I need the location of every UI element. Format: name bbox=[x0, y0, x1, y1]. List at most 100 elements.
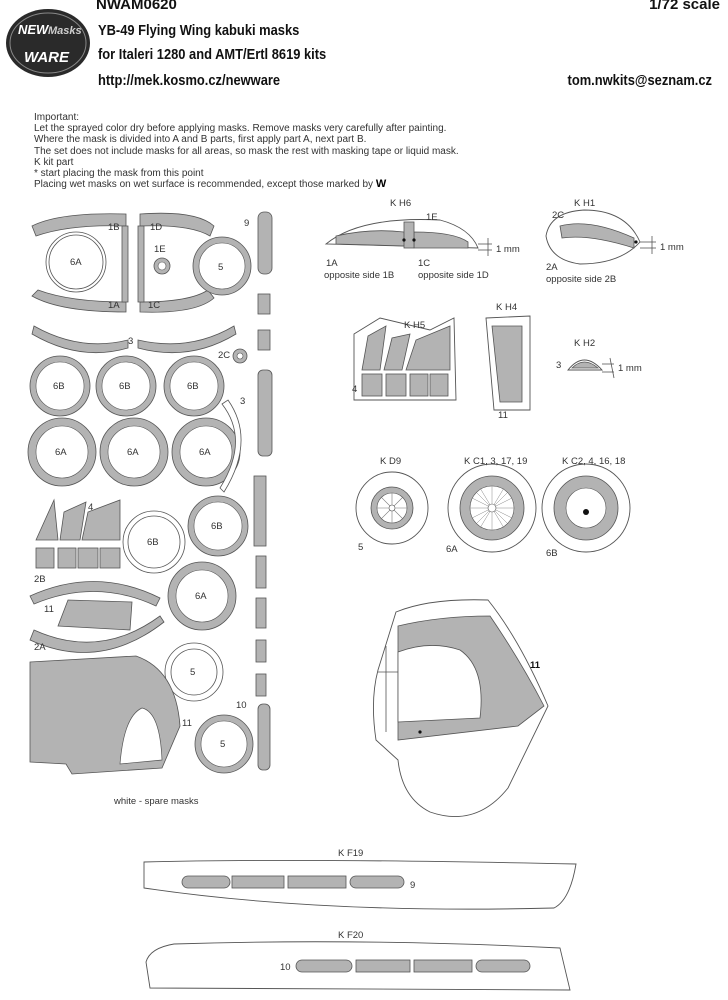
label-kc1: K C1, 3, 17, 19 bbox=[464, 456, 527, 467]
label-1c: 1C bbox=[148, 300, 160, 311]
notes-line-3: The set does not include masks for all a… bbox=[34, 145, 459, 157]
label-3: 3 bbox=[128, 336, 133, 347]
mask-1d bbox=[139, 212, 215, 237]
mask-post-right bbox=[137, 225, 145, 303]
label-1mm-kh1: 1 mm bbox=[660, 242, 684, 253]
label-opp-2b: opposite side 2B bbox=[546, 274, 616, 285]
label-kf20: K F20 bbox=[338, 930, 363, 941]
notes-line-1: Let the sprayed color dry before applyin… bbox=[34, 123, 447, 135]
mask-3-right bbox=[137, 325, 237, 354]
label-6a-1: 6A bbox=[55, 447, 67, 458]
label-3-spare: 3 bbox=[240, 396, 245, 407]
mask-2a-strip bbox=[29, 615, 165, 653]
notes-line-6: Placing wet masks on wet surface is reco… bbox=[34, 178, 459, 191]
mask-2b-1 bbox=[35, 547, 55, 569]
label-6b-kc2: 6B bbox=[546, 548, 558, 559]
mask-4-a bbox=[35, 498, 59, 541]
label-kh2: K H2 bbox=[574, 338, 595, 349]
mask-3-left bbox=[31, 325, 129, 354]
wheel-kc2 bbox=[541, 463, 631, 553]
wheel-kc1 bbox=[447, 463, 537, 553]
strip-v-3 bbox=[257, 329, 271, 351]
title-line-2: for Italeri 1280 and AMT/Ertl 8619 kits bbox=[98, 46, 327, 63]
strip-v-6 bbox=[255, 555, 267, 589]
label-1e: 1E bbox=[154, 244, 166, 255]
mask-4-b bbox=[59, 501, 87, 541]
label-kh1: K H1 bbox=[574, 198, 595, 209]
label-1mm-kh6: 1 mm bbox=[496, 244, 520, 255]
label-5-spare: 5 bbox=[190, 667, 195, 678]
label-6b-2: 6B bbox=[119, 381, 131, 392]
label-6a-kc1: 6A bbox=[446, 544, 458, 555]
mask-2b-3 bbox=[77, 547, 99, 569]
mask-post-left bbox=[121, 225, 129, 303]
website-url: http://mek.kosmo.cz/newware bbox=[98, 72, 281, 89]
label-5-kd9: 5 bbox=[358, 542, 363, 553]
kh2-window bbox=[567, 357, 615, 379]
label-2c: 2C bbox=[218, 350, 230, 361]
label-4-kh5: 4 bbox=[352, 384, 357, 395]
notes-line-6-text: Placing wet masks on wet surface is reco… bbox=[34, 179, 374, 191]
label-1d: 1D bbox=[150, 222, 162, 233]
strip-v-5 bbox=[253, 475, 267, 547]
label-opp-1b: opposite side 1B bbox=[324, 270, 394, 281]
label-5-bottom: 5 bbox=[220, 739, 225, 750]
mask-11-small bbox=[57, 599, 133, 631]
newware-logo: NEW Masks WARE bbox=[6, 9, 90, 77]
window-masks-4-2b bbox=[35, 498, 121, 569]
kh1-canopy bbox=[545, 209, 656, 265]
label-kc2: K C2, 4, 16, 18 bbox=[562, 456, 625, 467]
label-11-kh4: 11 bbox=[498, 410, 508, 421]
label-6a-3: 6A bbox=[199, 447, 211, 458]
label-2a-kh1: 2A bbox=[546, 262, 558, 273]
label-1b: 1B bbox=[108, 222, 120, 233]
kh4-window bbox=[485, 315, 531, 411]
label-11-small: 11 bbox=[44, 604, 54, 615]
label-2c-kh1: 2C bbox=[552, 210, 564, 221]
wheel-ring-masks bbox=[27, 355, 254, 774]
mask-6a-spare-ring-outer bbox=[45, 231, 107, 293]
label-6b-spare: 6B bbox=[147, 537, 159, 548]
label-2a: 2A bbox=[34, 642, 46, 653]
wet-mark: W bbox=[375, 178, 387, 191]
side-strip-masks bbox=[29, 581, 181, 775]
spare-note: white - spare masks bbox=[113, 796, 199, 807]
logo-text-masks: Masks bbox=[48, 25, 82, 37]
strip-v-7 bbox=[255, 597, 267, 629]
label-kf19: K F19 bbox=[338, 848, 363, 859]
canopy-part-11 bbox=[372, 599, 549, 818]
label-3-kh2: 3 bbox=[556, 360, 561, 371]
label-1c-kh6: 1C bbox=[418, 258, 430, 269]
label-11-canopy: 11 bbox=[530, 660, 541, 671]
kh5-window bbox=[353, 317, 457, 401]
label-6a-top: 6A bbox=[70, 257, 82, 268]
strip-v-9 bbox=[255, 673, 267, 697]
label-1mm-kh2: 1 mm bbox=[618, 363, 642, 374]
sheet-labels: 1B 1D 1E 1A 1C 6A 5 9 3 2C 6B 6B 6B 6A 6… bbox=[34, 198, 684, 973]
label-2b: 2B bbox=[34, 574, 46, 585]
mask-6a-spare-ring-inner bbox=[48, 234, 104, 290]
label-11-large: 11 bbox=[182, 718, 192, 729]
notes-line-4: K kit part bbox=[34, 156, 74, 168]
label-9-kf19: 9 bbox=[410, 880, 415, 891]
label-kd9: K D9 bbox=[380, 456, 401, 467]
canopy-frame-masks bbox=[31, 212, 252, 364]
instructions: Important: Let the sprayed color dry bef… bbox=[34, 112, 459, 190]
logo-text-ware: WARE bbox=[24, 49, 70, 66]
label-6a-2: 6A bbox=[127, 447, 139, 458]
kh6-canopy bbox=[324, 219, 492, 256]
label-6a-4: 6A bbox=[195, 591, 207, 602]
strip-10-bottom bbox=[257, 703, 271, 771]
label-1a-kh6: 1A bbox=[326, 258, 338, 269]
logo-text-new: NEW bbox=[18, 22, 50, 37]
label-6b-3: 6B bbox=[187, 381, 199, 392]
mask-3-spare-arc bbox=[219, 399, 242, 493]
label-1e-kh6: 1E bbox=[426, 212, 438, 223]
label-kh4: K H4 bbox=[496, 302, 517, 313]
strip-v-8 bbox=[255, 639, 267, 663]
strip-v-4 bbox=[257, 369, 273, 457]
mask-2b-2 bbox=[57, 547, 77, 569]
kf20-strip bbox=[145, 941, 571, 991]
label-9-top: 9 bbox=[244, 218, 249, 229]
product-code: NWAM0620 bbox=[96, 0, 177, 13]
